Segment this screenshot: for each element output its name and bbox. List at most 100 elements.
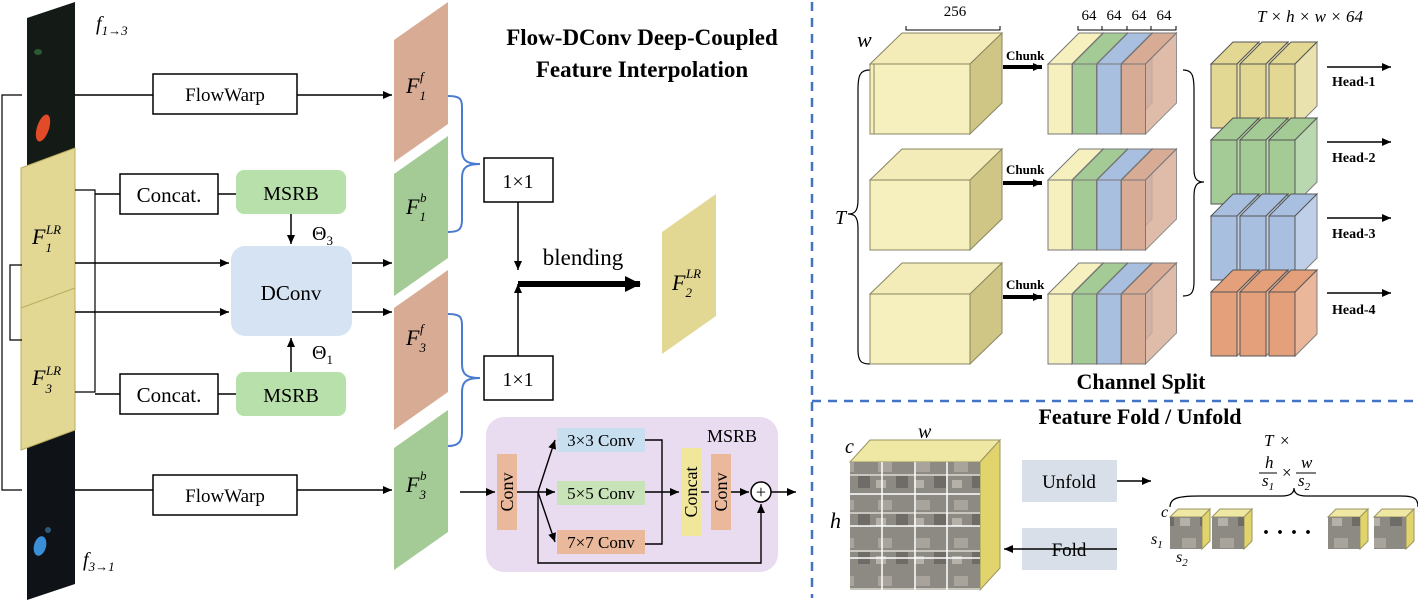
f2-lr-frame [662,194,716,354]
fold-h-label: h [830,508,841,533]
msrb-conv3-box [557,428,645,452]
formula-h: h [1265,453,1274,472]
concat-top-box [119,173,219,215]
chunk-arrows [1003,63,1042,301]
feature-braces [447,95,481,447]
fold-arrows [1004,477,1151,553]
f3b-label: F3b [405,468,427,502]
msrb-conv-out [711,454,731,530]
flow-image-bottom [27,418,75,600]
formula-T: T [1264,431,1275,450]
f3-lr-label: F3LR [31,363,61,396]
f1-lr-label: F1LR [31,222,61,255]
formula-w: w [1301,453,1313,472]
head-1-block-3 [1267,40,1319,130]
chunk-label-3: Chunk [1006,277,1045,292]
concat-top-label: Concat. [137,183,202,207]
flow-top-label: f1→3 [96,13,128,38]
theta1-label: Θ1 [312,342,333,367]
unfolded-patches [1168,507,1416,551]
dconv-label: DConv [261,281,322,305]
chunk-64-labels: 64 64 64 64 [1082,8,1173,24]
chunk-label-2: Chunk [1006,162,1045,177]
flowwarp-top-label: FlowWarp [185,85,265,106]
flowwarp-top-box [152,73,298,115]
head-1-label: Head-1 [1332,75,1376,90]
title-line1: Flow-DConv Deep-Coupled [506,25,778,50]
blending-label: blending [543,245,624,270]
title-line2: Feature Interpolation [536,57,749,82]
msrb-top-box [236,170,346,214]
conv1x1-top-box [483,157,554,203]
c64-label-2: 64 [1107,8,1123,24]
feature-map-cube [848,438,1002,592]
unfold-label: Unfold [1042,472,1096,493]
c64-label-4: 64 [1157,8,1173,24]
head-3-label: Head-3 [1332,227,1376,242]
f1-forward-feature [394,2,448,162]
patch-count-formula: T × h s1 × w s2 [1262,431,1313,493]
c64-label-3: 64 [1132,8,1148,24]
msrb-detail-title: MSRB [707,426,757,446]
c64-label-1: 64 [1082,8,1098,24]
patch-2 [1210,507,1254,551]
f3-forward-feature [394,270,448,430]
channel-split-caption: Channel Split [1077,369,1207,394]
head-2-block-3 [1267,116,1319,206]
input-bracket-lines [1,94,96,491]
chunk-slab-r2-4 [1120,147,1178,252]
msrb-conv7-label: 7×7 Conv [567,533,635,552]
conv1x1-top-label: 1×1 [502,171,533,193]
head-2-label: Head-2 [1332,151,1376,166]
flow-bottom-label: f3→1 [83,549,115,574]
patch-4 [1372,507,1416,551]
patch-1 [1168,507,1212,551]
fold-title: Feature Fold / Unfold [1038,404,1241,429]
patch-3 [1326,507,1370,551]
head-4-block-3 [1267,268,1319,358]
dim-256-bracket [905,26,1001,31]
output-heads [1209,40,1319,358]
T-label: T [835,207,848,229]
section-dividers [810,2,1418,598]
msrb-conv3-label: 3×3 Conv [567,431,635,450]
msrb-conv-in [497,454,517,530]
formula-s1: s1 [1262,471,1274,493]
unfold-box[interactable] [1022,460,1117,502]
dim-256-label: 256 [944,4,967,20]
input-cube-2 [868,147,1004,252]
chunk-label-1: Chunk [1006,48,1045,63]
chunk-slab-r3-4 [1120,261,1178,366]
patch-grid [850,462,980,590]
f3-lr-frame [20,287,76,451]
f1f-label: F1f [405,69,426,103]
f1b-label: F1b [405,190,427,224]
msrb-conv-out-label: Conv [711,472,731,511]
head-4-label: Head-4 [1332,303,1376,318]
msrb-bottom-label: MSRB [263,385,319,407]
conv1x1-bottom-box [483,355,554,401]
T-brace [847,69,871,365]
msrb-conv7-box [557,530,645,554]
patches-brace [1169,487,1418,508]
heads-brace [1182,69,1205,297]
output-shape-label: T × h × w × 64 [1257,7,1363,26]
concat-bottom-label: Concat. [137,383,202,407]
left-connections [75,91,392,494]
msrb-concat-box [681,448,701,536]
msrb-bottom-box [236,372,346,416]
head-3-block-3 [1267,192,1319,282]
flowwarp-bottom-box [152,474,298,516]
f2-lr-label: F2LR [671,266,701,300]
formula-times-2: × [1282,463,1292,482]
formula-s2: s2 [1298,471,1311,493]
patch-dots: · · · · [1262,520,1312,546]
f3f-label: F3f [405,321,426,355]
msrb-add-label: + [756,482,766,502]
flowwarp-bottom-label: FlowWarp [185,486,265,507]
cube-w-label: w [857,27,872,52]
input-cube-3 [868,261,1004,366]
dconv-box [231,246,352,336]
msrb-connections [460,439,796,564]
